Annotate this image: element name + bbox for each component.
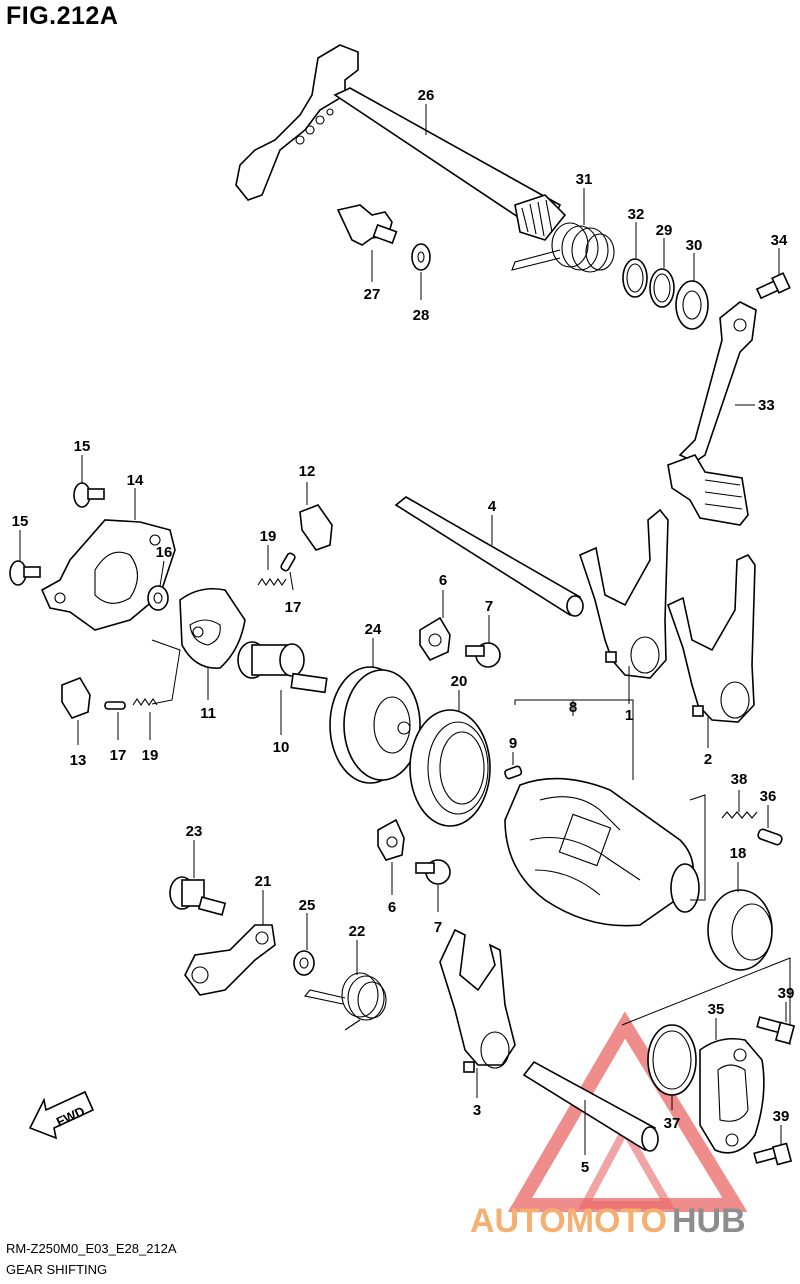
callout-35: 35 [708, 1001, 725, 1018]
callout-4: 4 [488, 498, 497, 515]
callout-31: 31 [576, 171, 593, 188]
callout-34: 34 [771, 232, 788, 249]
part-27-stopper-pin [336, 204, 398, 246]
part-6-plate-lower [377, 818, 405, 861]
callout-12: 12 [299, 463, 316, 480]
part-23-bolt [169, 876, 227, 916]
callout-25: 25 [299, 897, 316, 914]
callout-17-upper: 17 [285, 599, 302, 616]
callout-10: 10 [273, 739, 290, 756]
part-1-shift-fork [579, 508, 669, 679]
callout-1: 1 [625, 707, 633, 724]
part-35-cam-cover [699, 1037, 765, 1154]
callout-20: 20 [451, 673, 468, 690]
part-30-oil-seal [675, 280, 709, 330]
part-25-washer [293, 950, 315, 976]
part-19-spring-upper [257, 578, 287, 586]
figure-title: FIG.212A [6, 2, 119, 30]
part-15-screw-lower [9, 560, 41, 586]
part-37-o-ring [647, 1024, 697, 1096]
callout-32: 32 [628, 206, 645, 223]
callout-33: 33 [758, 397, 775, 414]
part-21-cam-lever [184, 924, 276, 996]
callout-5: 5 [581, 1159, 589, 1176]
part-10-bolt [237, 641, 328, 694]
callout-6-lower: 6 [388, 899, 396, 916]
callout-29: 29 [656, 222, 673, 239]
part-39-bolt-upper [756, 1016, 796, 1045]
part-19-spring-lower [132, 698, 158, 706]
part-17-pin-lower [104, 701, 126, 710]
callout-22: 22 [349, 923, 366, 940]
part-28-washer [411, 243, 431, 271]
callout-14: 14 [127, 472, 144, 489]
part-33-shift-lever [667, 301, 757, 526]
callout-38: 38 [731, 771, 748, 788]
callout-36: 36 [760, 788, 777, 805]
part-34-bolt [755, 272, 791, 300]
part-18-bearing [707, 889, 773, 971]
part-12-cap [299, 504, 333, 551]
part-17-pin-upper [280, 552, 296, 572]
callout-23: 23 [186, 823, 203, 840]
part-31-return-spring [511, 222, 615, 273]
diagram-name: GEAR SHIFTING [6, 1262, 108, 1277]
callout-39-upper: 39 [778, 985, 795, 1002]
callout-24: 24 [365, 621, 382, 638]
part-3-shift-fork [439, 928, 516, 1073]
part-14-stopper-plate [40, 519, 176, 631]
part-4-fork-shaft [394, 496, 584, 617]
callout-17-lower: 17 [110, 747, 127, 764]
callout-7-upper: 7 [485, 598, 493, 615]
part-22-spring [303, 972, 387, 1031]
callout-6-upper: 6 [439, 572, 447, 589]
callout-19-upper: 19 [260, 528, 277, 545]
part-11-cam-stopper [179, 587, 246, 669]
callout-11: 11 [200, 705, 216, 722]
part-29-washer [649, 268, 675, 308]
callout-2: 2 [704, 751, 712, 768]
part-7-screw-lower [415, 859, 451, 885]
callout-15-upper: 15 [74, 438, 91, 455]
part-32-circlip [622, 258, 648, 298]
callout-37: 37 [664, 1115, 681, 1132]
part-16-washer [147, 585, 169, 611]
fwd-arrow-icon: FWD [28, 1090, 95, 1140]
part-38-spring [721, 811, 758, 819]
callout-28: 28 [413, 307, 430, 324]
part-5-fork-shaft [522, 1060, 659, 1152]
part-20-bearing [409, 709, 491, 827]
part-8-shift-cam [504, 777, 700, 927]
callout-8: 8 [569, 699, 577, 716]
callout-13: 13 [70, 752, 87, 769]
callout-3: 3 [473, 1102, 481, 1119]
part-2-shift-fork [667, 553, 756, 723]
part-6-plate-upper [419, 616, 451, 662]
callout-9: 9 [509, 735, 517, 752]
watermark-logo: AUTOMOTO HUB [470, 1011, 748, 1240]
part-7-screw-upper [465, 642, 501, 668]
part-39-bolt-lower [753, 1142, 793, 1166]
part-36-pin [757, 828, 783, 846]
watermark-text-primary: AUTOMOTO [470, 1202, 667, 1240]
callout-39-lower: 39 [773, 1108, 790, 1125]
callout-15-lower: 15 [12, 513, 29, 530]
callout-18: 18 [730, 845, 747, 862]
diagram-code: RM-Z250M0_E03_E28_212A [6, 1241, 177, 1256]
callout-21: 21 [255, 873, 272, 890]
watermark-text-secondary: HUB [672, 1202, 746, 1240]
part-24-cam-driven-gear [329, 666, 421, 784]
part-26-shift-shaft [235, 44, 567, 241]
callout-7-lower: 7 [434, 919, 442, 936]
callout-27: 27 [364, 286, 381, 303]
part-15-screw-upper [73, 482, 105, 508]
callout-30: 30 [686, 237, 703, 254]
part-9-pin [504, 765, 523, 780]
callout-16: 16 [156, 544, 173, 561]
part-13-cap [61, 677, 91, 719]
callout-26: 26 [418, 87, 435, 104]
callout-19-lower: 19 [142, 747, 159, 764]
